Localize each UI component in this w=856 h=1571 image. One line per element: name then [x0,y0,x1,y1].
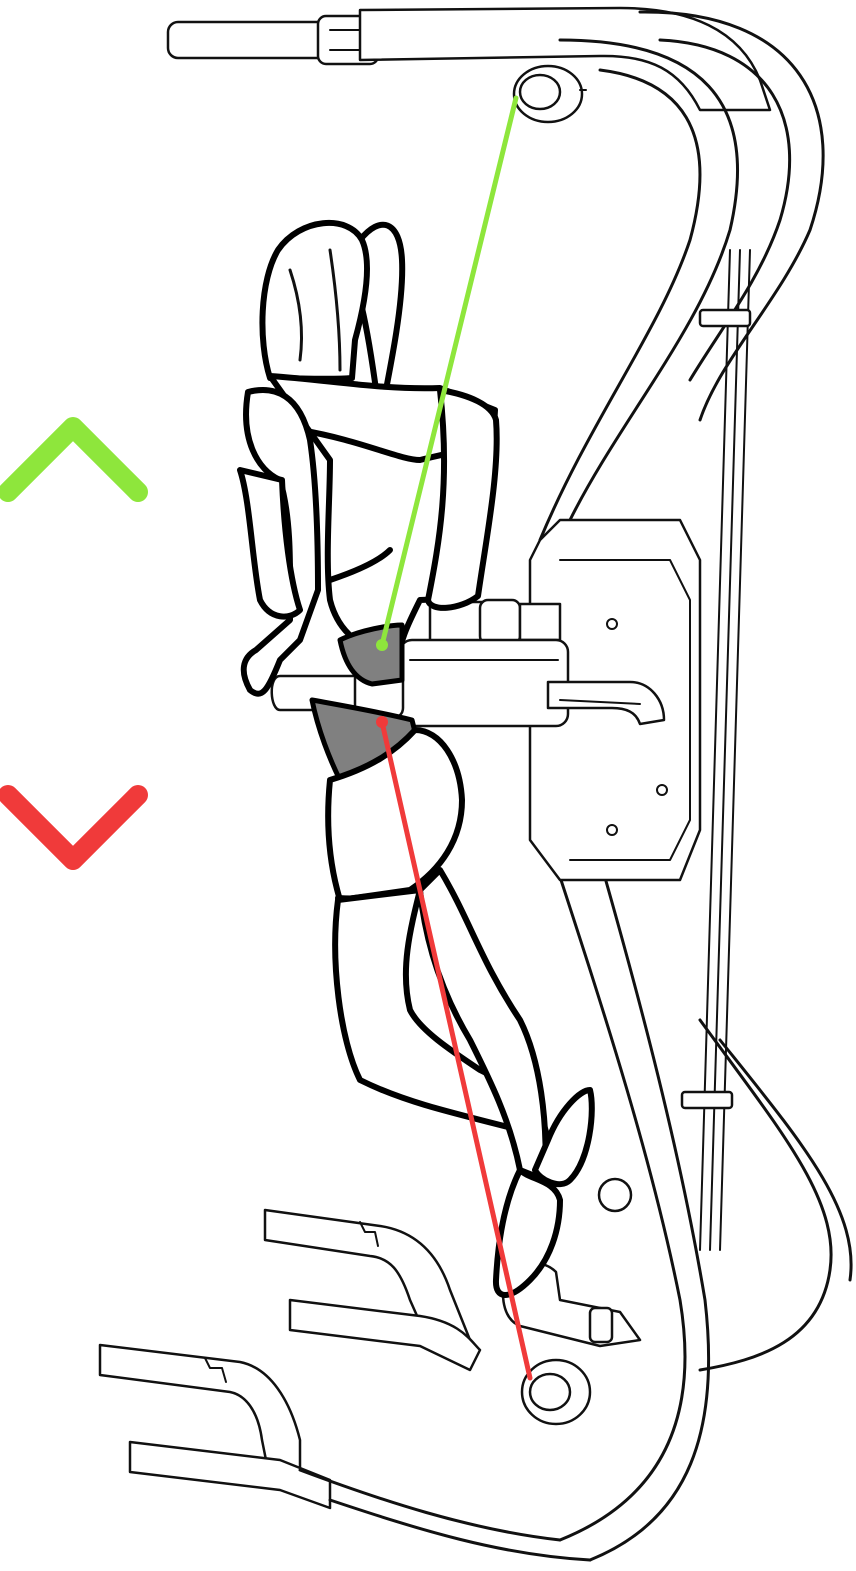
chevron-down-icon [8,795,138,860]
top-pulley [514,66,586,122]
direction-indicators [8,427,138,860]
chevron-up-icon [8,427,138,492]
machine-frame [100,8,851,1560]
top-handle [168,8,770,110]
upper-guide-dot [376,639,388,651]
lower-guide-dot [376,716,388,728]
